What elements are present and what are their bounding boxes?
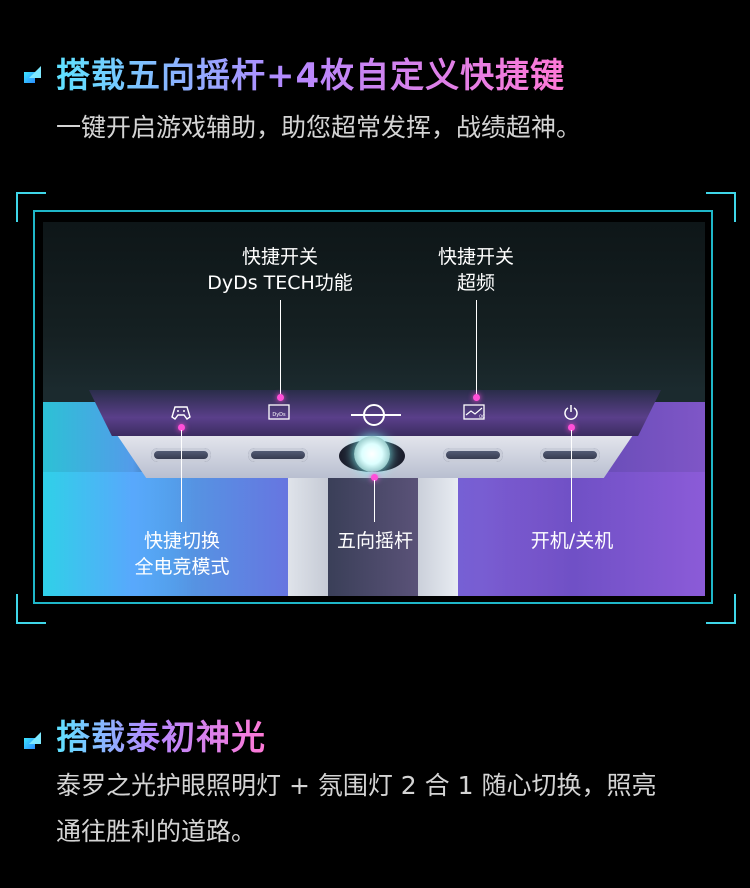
- callout-label-joystick: 五向摇杆: [336, 530, 414, 552]
- frame-corner-bottom-right: [706, 594, 736, 624]
- frame-corner-bottom-left: [16, 594, 46, 624]
- brand-logo-icon: [363, 404, 385, 426]
- callout-dot-joystick: [371, 474, 378, 481]
- shortcut-key-2[interactable]: [248, 448, 308, 462]
- gamepad-icon: [171, 404, 191, 426]
- svg-text:OC: OC: [479, 414, 485, 419]
- callout-label-overclock-line2: 超频: [456, 272, 496, 294]
- power-key[interactable]: [540, 448, 600, 462]
- callout-line-joystick: [374, 480, 375, 522]
- callout-dot-overclock: [473, 394, 480, 401]
- monitor-stand-inner: [328, 472, 418, 596]
- power-icon: [563, 404, 579, 424]
- callout-label-power: 开机/关机: [530, 530, 614, 552]
- five-way-joystick[interactable]: [354, 436, 390, 472]
- monitor-control-photo: DyDs OC: [43, 222, 705, 596]
- callout-label-gamepad-line2: 全电竞模式: [134, 556, 230, 578]
- frame-corner-top-left: [16, 192, 46, 222]
- section2-heading: 搭载泰初神光: [56, 710, 266, 759]
- section2-body-line1: 泰罗之光护眼照明灯 + 氛围灯 2 合 1 随心切换，照亮: [56, 771, 657, 800]
- callout-label-gamepad-line1: 快捷切换: [143, 530, 221, 552]
- overclock-icon: OC: [463, 404, 485, 424]
- frame-corner-top-right: [706, 192, 736, 222]
- dyds-icon: DyDs: [268, 404, 290, 424]
- section-marker-icon: [24, 66, 42, 84]
- callout-line-power: [571, 430, 572, 522]
- callout-label-dyds-line1: 快捷开关: [241, 246, 319, 268]
- callout-line-dyds: [280, 300, 281, 396]
- callout-dot-gamepad: [178, 424, 185, 431]
- svg-text:DyDs: DyDs: [272, 412, 286, 418]
- callout-dot-power: [568, 424, 575, 431]
- callout-dot-dyds: [277, 394, 284, 401]
- callout-line-overclock: [476, 300, 477, 396]
- callout-label-overclock-line1: 快捷开关: [437, 246, 515, 268]
- callout-label-dyds: 快捷开关 DyDs TECH功能: [207, 244, 353, 296]
- callout-line-gamepad: [181, 430, 182, 522]
- product-frame: [33, 210, 713, 604]
- section-marker-icon: [24, 732, 42, 750]
- shortcut-key-3[interactable]: [443, 448, 503, 462]
- section2-body-line2: 通往胜利的道路。: [56, 817, 257, 846]
- section1-subtitle: 一键开启游戏辅助，助您超常发挥，战绩超神。: [56, 113, 582, 142]
- callout-label-overclock: 快捷开关 超频: [438, 244, 514, 296]
- callout-label-dyds-line2: DyDs TECH功能: [207, 272, 353, 294]
- section1-heading: 搭载五向摇杆+4枚自定义快捷键: [56, 48, 565, 97]
- callout-label-gamepad: 快捷切换 全电竞模式: [134, 528, 229, 580]
